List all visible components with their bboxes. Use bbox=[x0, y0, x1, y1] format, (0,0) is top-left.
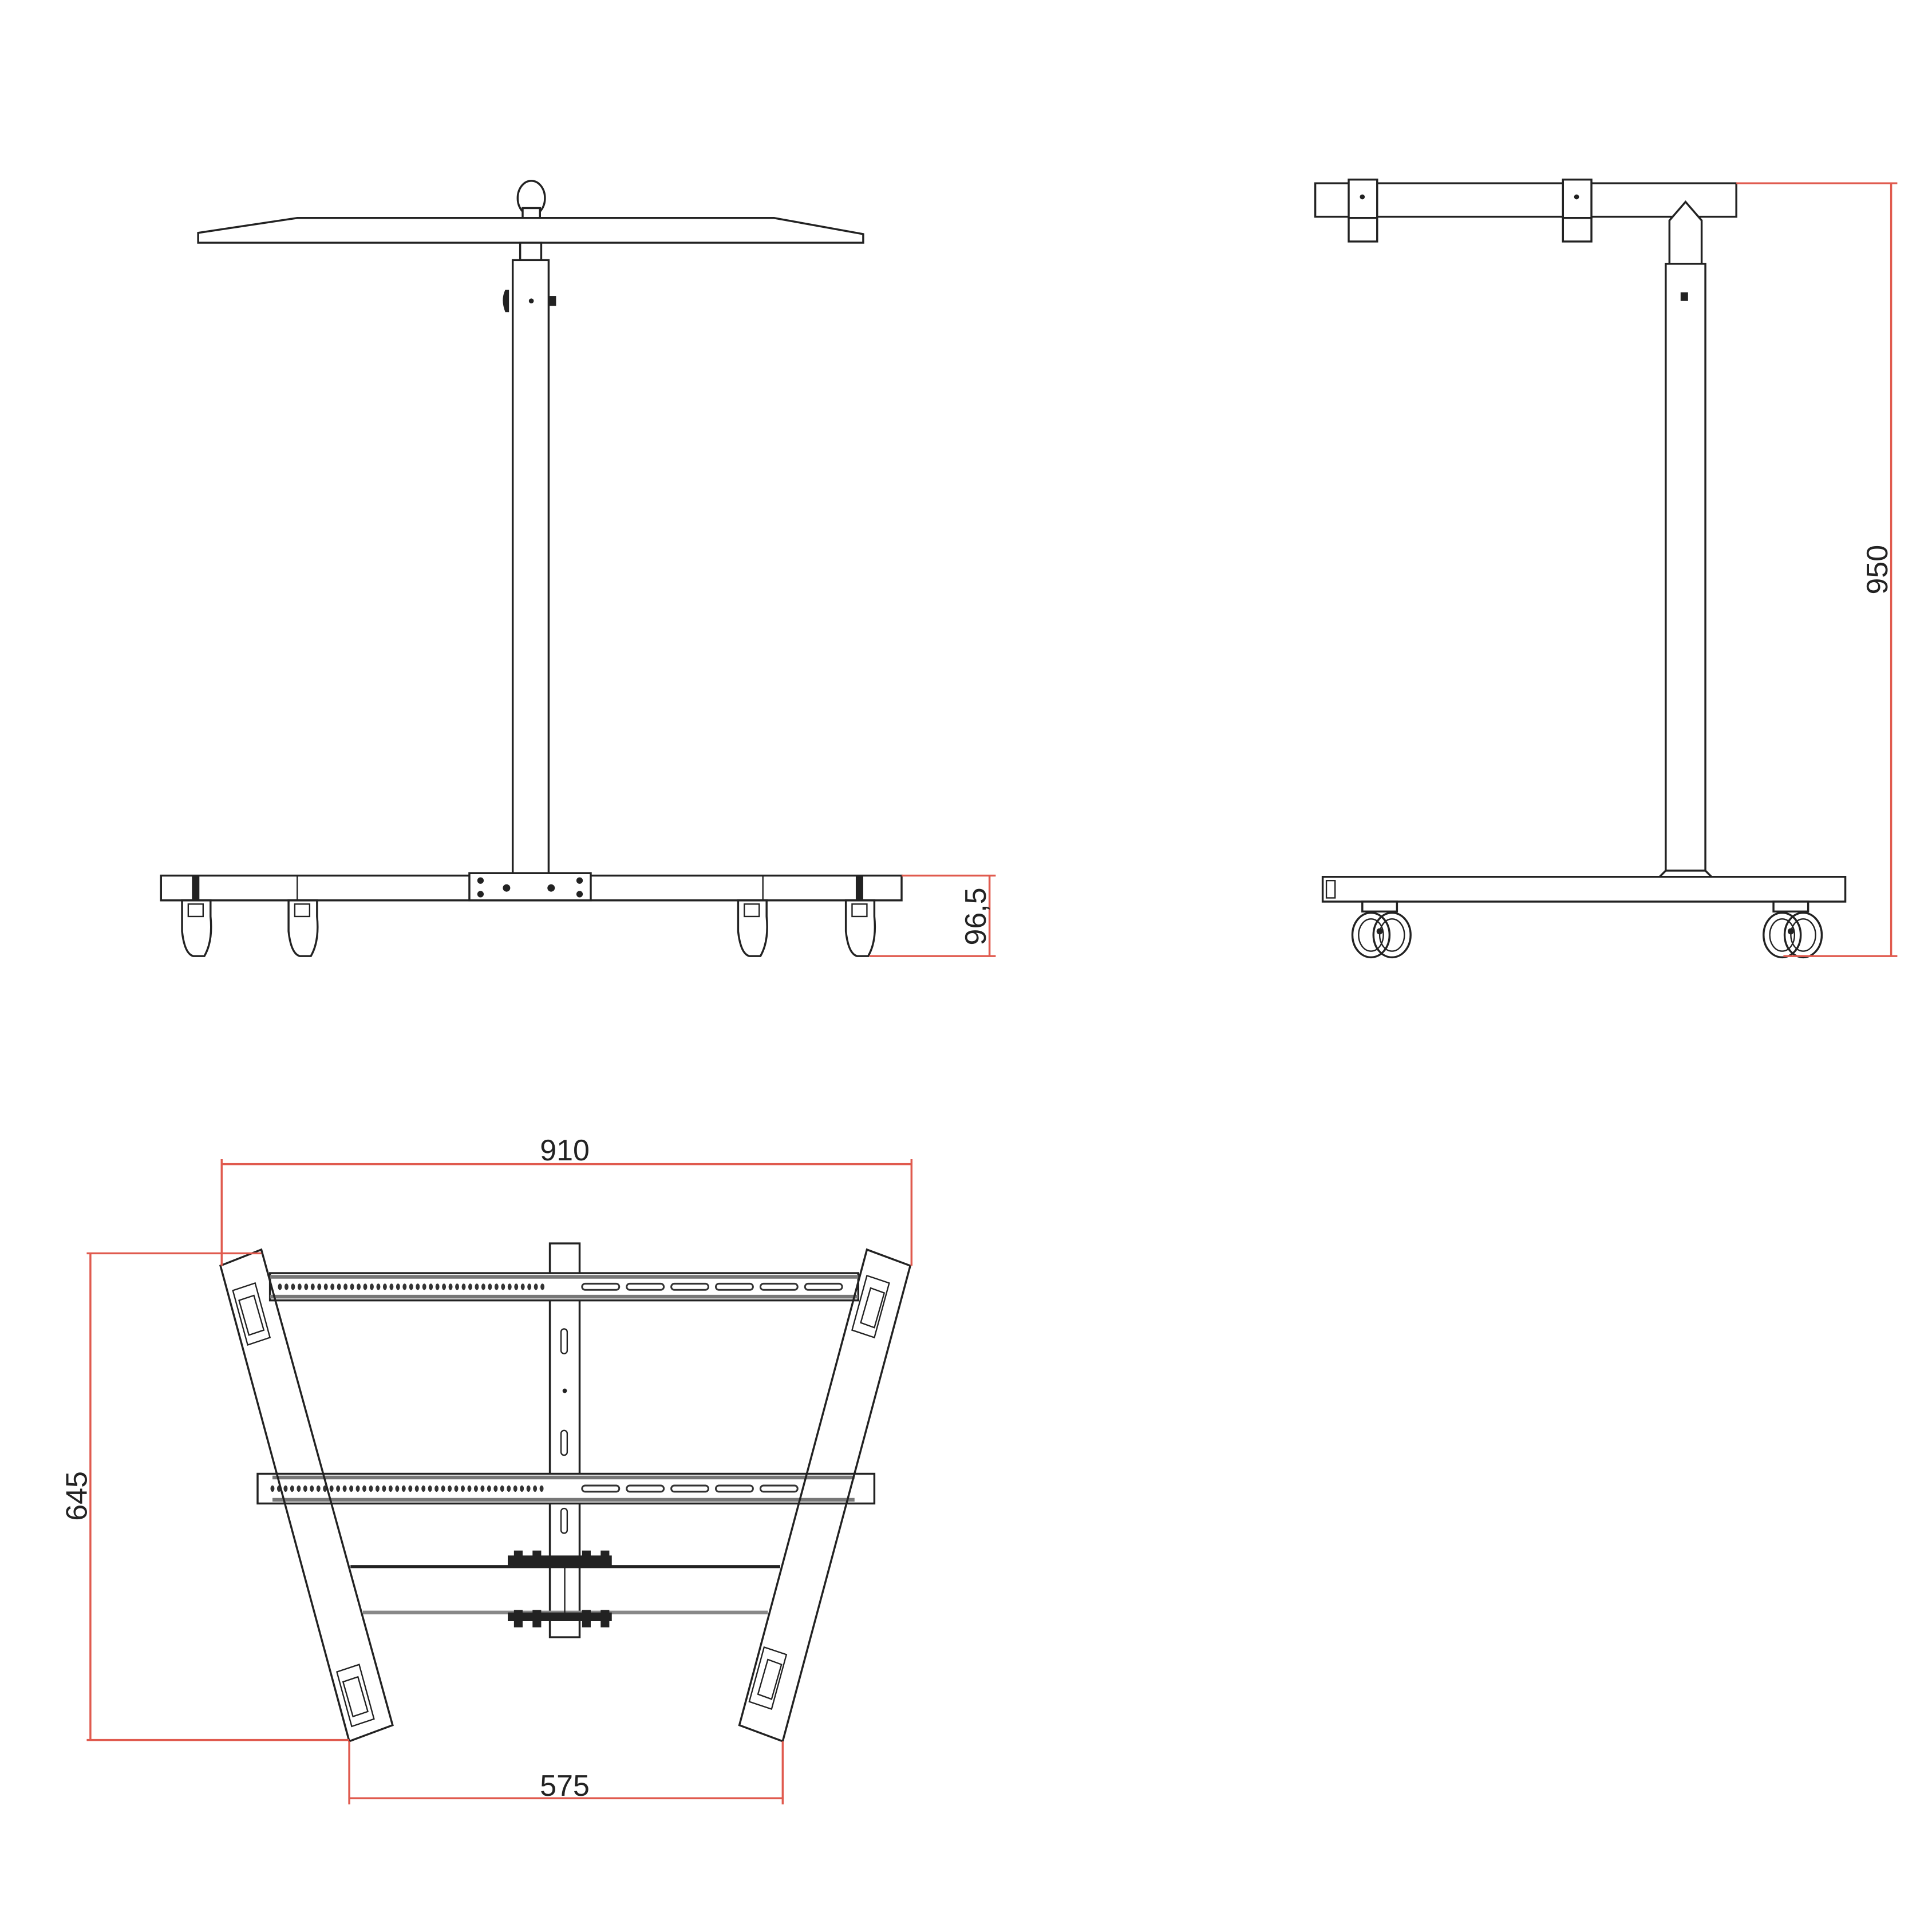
caster bbox=[737, 899, 768, 957]
center-bar bbox=[548, 1242, 581, 1638]
main-column bbox=[511, 259, 550, 878]
top-bracket bbox=[1314, 182, 1737, 218]
dimension-label-645: 645 bbox=[60, 1471, 93, 1521]
caster bbox=[1763, 900, 1823, 959]
dimension-bottom-width: 575 bbox=[348, 1741, 784, 1805]
dimension-label-910: 910 bbox=[540, 1134, 590, 1167]
caster bbox=[181, 899, 212, 957]
dimension-label-96-5: 96,5 bbox=[959, 887, 993, 945]
dimension-depth: 645 bbox=[60, 1252, 350, 1741]
upper-column bbox=[519, 242, 543, 262]
plan-view: 910 645 575 bbox=[60, 1134, 913, 1805]
side-column bbox=[1665, 263, 1706, 874]
mounting-plate bbox=[197, 217, 864, 244]
dimension-total-height: 950 bbox=[1736, 182, 1898, 957]
caster bbox=[1351, 900, 1412, 959]
middle-rail bbox=[256, 1472, 876, 1505]
top-rail bbox=[268, 1272, 860, 1302]
front-view: 96,5 bbox=[160, 180, 996, 957]
dimension-label-950: 950 bbox=[1861, 545, 1894, 595]
caster bbox=[844, 899, 876, 957]
side-view: 950 bbox=[1314, 178, 1898, 959]
side-base bbox=[1321, 876, 1847, 903]
left-leg bbox=[219, 1248, 394, 1743]
dimension-caster-height: 96,5 bbox=[869, 874, 996, 957]
caster bbox=[287, 899, 319, 957]
dimension-label-575: 575 bbox=[540, 1769, 590, 1803]
dimension-top-width: 910 bbox=[220, 1134, 913, 1266]
